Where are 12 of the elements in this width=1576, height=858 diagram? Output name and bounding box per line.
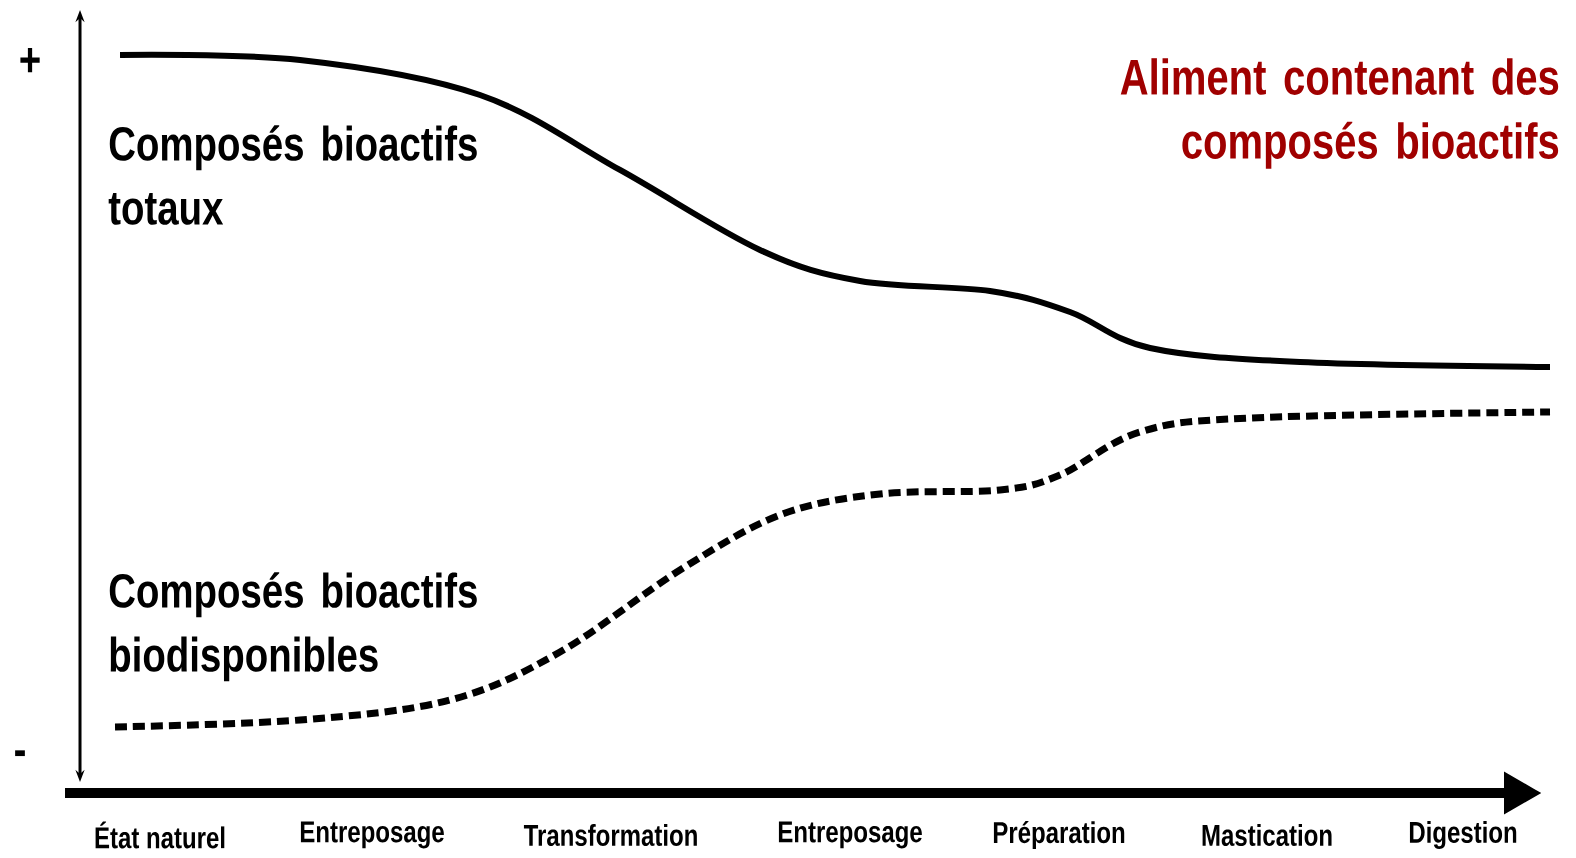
axis-sign: + [20, 47, 40, 73]
heading: Aliment contenant des composés bioactifs [1120, 58, 1559, 169]
stage-label: Transformation [523, 824, 697, 846]
curve-label: Composés bioactifs totaux [108, 125, 477, 225]
stage-label: Digestion [1409, 820, 1517, 850]
stage-label: Entreposage [300, 821, 444, 849]
curve-label: Composés bioactifs biodisponibles [109, 572, 477, 682]
stage-label: État naturel [95, 821, 225, 849]
stage-label: Mastication [1202, 824, 1332, 846]
axis-sign: - [15, 750, 25, 757]
stage-label: Préparation [993, 820, 1125, 850]
stage-label: Entreposage [778, 821, 922, 849]
